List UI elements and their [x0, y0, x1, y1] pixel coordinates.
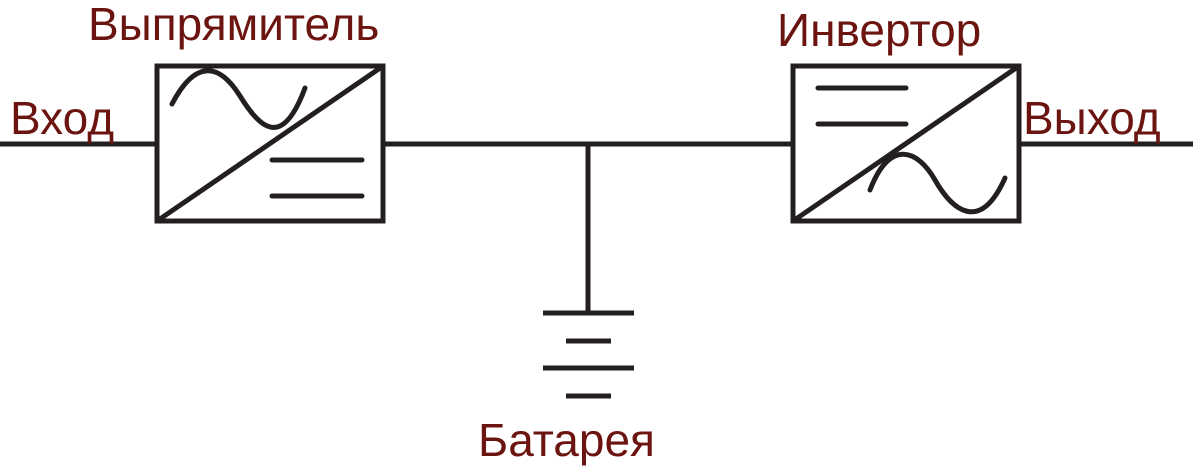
- ac-sine-icon: [169, 68, 308, 130]
- inverter-label: Инвертор: [777, 4, 981, 56]
- inverter-diagonal: [791, 63, 1021, 224]
- battery-branch: [543, 144, 634, 399]
- output-label: Выход: [1023, 92, 1161, 144]
- rectifier-diagonal: [155, 63, 385, 224]
- input-label: Вход: [10, 92, 114, 144]
- rectifier-block: [154, 63, 386, 224]
- inverter-block: [790, 63, 1022, 224]
- rectifier-label: Выпрямитель: [88, 0, 379, 50]
- ac-sine-icon: [867, 151, 1008, 215]
- battery-label: Батарея: [478, 414, 655, 466]
